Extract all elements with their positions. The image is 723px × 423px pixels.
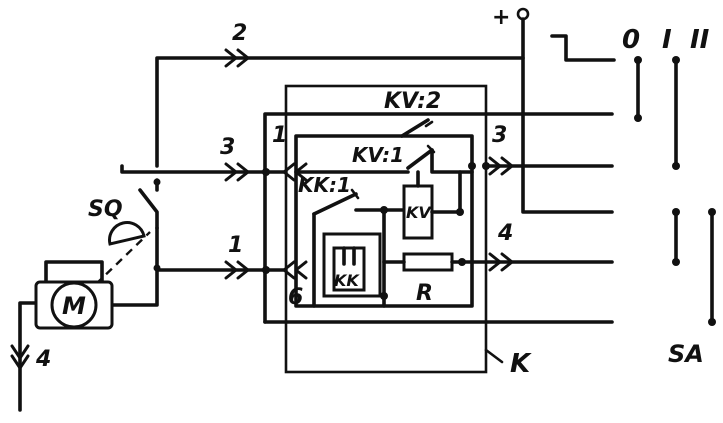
kv2-contact-icon bbox=[400, 118, 430, 138]
switch-lever-0 bbox=[550, 34, 616, 62]
position-2-label: II bbox=[690, 25, 710, 55]
supply-plus-label: + bbox=[492, 5, 510, 30]
block-k-label: K bbox=[510, 349, 532, 379]
sq-contact-icon bbox=[138, 178, 159, 230]
position-0-label: 0 bbox=[622, 25, 640, 55]
terminal-1-label: 1 bbox=[272, 123, 287, 148]
sq-motor-wire bbox=[110, 226, 159, 307]
kv1-contact-icon bbox=[406, 148, 434, 170]
kv2-label: KV:2 bbox=[384, 89, 441, 114]
resistor-label: R bbox=[416, 281, 433, 306]
relay-top-bus bbox=[263, 112, 614, 324]
kk1-label: KK:1 bbox=[298, 173, 351, 197]
wires bbox=[18, 17, 616, 412]
kk-element-outline bbox=[322, 232, 382, 298]
wire-4-ground-label: 4 bbox=[35, 347, 51, 372]
sq-label: SQ bbox=[88, 197, 123, 222]
inner-frame bbox=[294, 134, 474, 308]
sa-label: SA bbox=[668, 340, 704, 368]
terminal-3-label: 3 bbox=[492, 123, 507, 148]
wire-3-label: 3 bbox=[220, 135, 235, 160]
kk-element-label: KK bbox=[334, 271, 360, 290]
motor-m: M bbox=[34, 260, 114, 330]
motor-icon bbox=[50, 281, 98, 329]
wire-3-left bbox=[120, 164, 288, 174]
resistor-icon bbox=[402, 252, 454, 272]
switch-position-labels: 0 I II bbox=[622, 25, 710, 55]
kk1-contact-icon bbox=[312, 192, 358, 216]
wire-2-label: 2 bbox=[232, 21, 247, 46]
kv-coil-label: KV bbox=[406, 203, 432, 222]
supply-wire bbox=[521, 17, 614, 214]
motor-ground-wire bbox=[18, 301, 38, 412]
wire-arrows bbox=[224, 48, 514, 280]
switch-sa: SA bbox=[634, 56, 716, 368]
motor-brush-holder bbox=[44, 260, 104, 284]
motor-label: M bbox=[62, 292, 86, 320]
mechanical-link bbox=[95, 231, 151, 285]
cam-icon bbox=[108, 221, 146, 246]
position-1-label: I bbox=[662, 25, 672, 55]
ground-arrow: 4 bbox=[10, 344, 51, 372]
supply-terminal: + bbox=[492, 5, 530, 30]
relay-block-outline bbox=[284, 84, 488, 374]
relay-block-k: KV:2 1 3 4 6 K KV:1 KK:1 KV KK R bbox=[262, 84, 532, 379]
terminal-4-label: 4 bbox=[497, 221, 513, 246]
wire-1-label: 1 bbox=[228, 233, 243, 258]
wire-2 bbox=[155, 56, 525, 168]
limit-switch-sq: SQ bbox=[88, 178, 161, 285]
kk-element-icon bbox=[332, 246, 366, 292]
kv1-label: KV:1 bbox=[352, 143, 404, 167]
wire-number-labels: 2 3 1 bbox=[220, 21, 247, 258]
